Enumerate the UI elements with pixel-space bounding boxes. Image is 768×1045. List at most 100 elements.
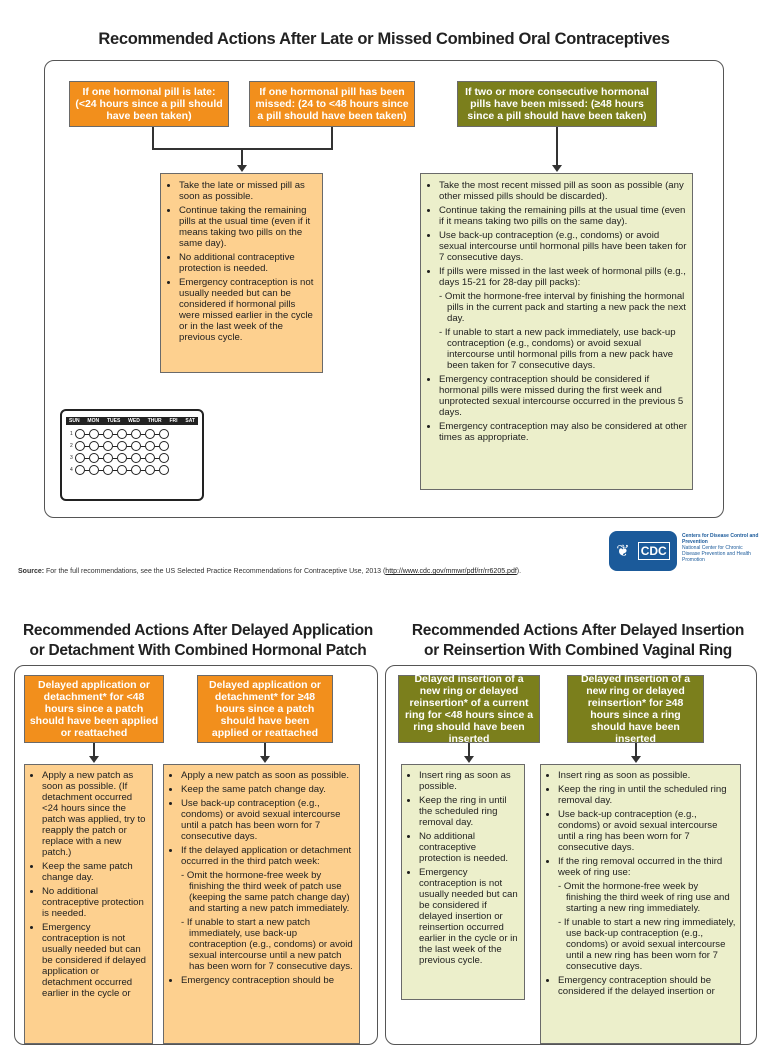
- pill-circle-icon: [145, 429, 155, 439]
- pill-circle-icon: [75, 441, 85, 451]
- connector: [556, 127, 558, 166]
- patch-over48-header: Delayed application or detachment* for ≥…: [197, 675, 333, 743]
- connector: [468, 743, 470, 758]
- pill-pack-day-header: SUN MON TUES WED THUR FRI SAT: [66, 417, 198, 425]
- pill-circle-icon: [89, 465, 99, 475]
- connector: [152, 127, 154, 149]
- pill-link-line: [113, 469, 117, 471]
- arrow-down-icon: [552, 165, 562, 172]
- pill-row: 1: [66, 428, 198, 440]
- pill-missed-header: If one hormonal pill has been missed: (2…: [249, 81, 415, 127]
- list-subitem: - If unable to start a new pack immediat…: [439, 327, 676, 371]
- pill-circle-icon: [103, 465, 113, 475]
- pill-link-line: [99, 433, 103, 435]
- cdc-org-line: Centers for Disease Control and Preventi…: [682, 533, 759, 545]
- day-label: WED: [128, 418, 140, 424]
- ring-section-title: Recommended Actions After Delayed Insert…: [388, 621, 768, 661]
- day-label: TUES: [106, 418, 121, 424]
- arrow-down-icon: [631, 756, 641, 763]
- pill-link-line: [127, 445, 131, 447]
- pill-circle-icon: [89, 441, 99, 451]
- connector: [331, 127, 333, 149]
- arrow-down-icon: [260, 756, 270, 763]
- pill-circle-icon: [145, 453, 155, 463]
- pill-circle-icon: [145, 465, 155, 475]
- source-text: For the full recommendations, see the US…: [46, 568, 386, 575]
- list-item: No additional contraceptive protection i…: [419, 831, 520, 864]
- patch-under48-header: Delayed application or detachment* for <…: [24, 675, 164, 743]
- source-link[interactable]: http://www.cdc.gov/mmwr/pdf/rr/rr6205.pd…: [385, 568, 517, 575]
- list-item: No additional contraceptive protection i…: [42, 886, 148, 919]
- list-item: Take the most recent missed pill as soon…: [439, 180, 687, 202]
- pill-link-line: [155, 433, 159, 435]
- pill-circle-icon: [131, 453, 141, 463]
- list-item: Keep the same patch change day.: [181, 784, 355, 795]
- pill-link-line: [127, 469, 131, 471]
- list-item: No additional contraceptive protection i…: [179, 252, 318, 274]
- list-subitem: - Omit the hormone-free interval by fini…: [439, 291, 686, 324]
- list-item: Emergency contraception is not usually n…: [179, 277, 318, 343]
- pill-link-line: [85, 457, 89, 459]
- pill-link-line: [141, 469, 145, 471]
- pill-circle-icon: [145, 441, 155, 451]
- pill-link-line: [141, 445, 145, 447]
- list-item: Emergency contraception should be consid…: [439, 374, 687, 418]
- list-item: Keep the ring in until the scheduled rin…: [419, 795, 520, 828]
- list-subitem: - Omit the hormone-free week by finishin…: [181, 870, 350, 914]
- connector: [264, 743, 266, 758]
- pill-circle-icon: [117, 453, 127, 463]
- list-item: Insert ring as soon as possible.: [419, 770, 520, 792]
- list-item: Apply a new patch as soon as possible.: [181, 770, 355, 781]
- day-label: SUN: [69, 418, 80, 424]
- pill-circle-icon: [159, 441, 169, 451]
- ring-title-line: or Reinsertion With Combined Vaginal Rin…: [424, 642, 732, 659]
- day-label: MON: [87, 418, 100, 424]
- pill-circle-icon: [103, 441, 113, 451]
- pill-link-line: [85, 433, 89, 435]
- list-item: Continue taking the remaining pills at t…: [179, 205, 318, 249]
- pill-circle-icon: [103, 429, 113, 439]
- pill-circle-icon: [159, 453, 169, 463]
- list-item: Use back-up contraception (e.g., condoms…: [181, 798, 355, 842]
- pill-row: 3: [66, 452, 198, 464]
- list-item: If the ring removal occurred in the thir…: [558, 856, 736, 878]
- pill-multiple-missed-actions: Take the most recent missed pill as soon…: [420, 173, 693, 490]
- list-item: If the delayed application or detachment…: [181, 845, 355, 867]
- pill-circle-icon: [89, 453, 99, 463]
- list-item: Keep the same patch change day.: [42, 861, 148, 883]
- pill-link-line: [99, 469, 103, 471]
- list-subitem: - Omit the hormone-free week by finishin…: [558, 881, 730, 914]
- pill-circle-icon: [131, 465, 141, 475]
- pill-link-line: [127, 433, 131, 435]
- pill-circle-icon: [117, 465, 127, 475]
- list-item: Use back-up contraception (e.g., condoms…: [558, 809, 736, 853]
- patch-section-title: Recommended Actions After Delayed Applic…: [0, 621, 396, 661]
- pill-row-number: 3: [70, 455, 73, 461]
- pill-link-line: [113, 433, 117, 435]
- day-label: FRI: [169, 418, 178, 424]
- pill-late-actions: Take the late or missed pill as soon as …: [160, 173, 323, 373]
- pill-circle-icon: [159, 429, 169, 439]
- pill-circle-icon: [131, 441, 141, 451]
- list-item: Use back-up contraception (e.g., condoms…: [439, 230, 687, 263]
- pill-circle-icon: [89, 429, 99, 439]
- list-subitem: - If unable to start a new ring immediat…: [558, 917, 736, 972]
- pill-circle-icon: [159, 465, 169, 475]
- connector: [93, 743, 95, 758]
- source-label: Source:: [18, 568, 45, 575]
- arrow-down-icon: [89, 756, 99, 763]
- list-item: Apply a new patch as soon as possible. (…: [42, 770, 148, 858]
- connector: [241, 148, 243, 166]
- day-label: THUR: [147, 418, 162, 424]
- arrow-down-icon: [237, 165, 247, 172]
- list-item: Take the late or missed pill as soon as …: [179, 180, 318, 202]
- list-item: Insert ring as soon as possible.: [558, 770, 736, 781]
- pill-circle-icon: [75, 465, 85, 475]
- pill-late-header: If one hormonal pill is late: (<24 hours…: [69, 81, 229, 127]
- source-note: Source: For the full recommendations, se…: [18, 568, 608, 575]
- ring-over48-actions: Insert ring as soon as possible. Keep th…: [540, 764, 741, 1044]
- pill-link-line: [99, 445, 103, 447]
- pill-circle-icon: [75, 453, 85, 463]
